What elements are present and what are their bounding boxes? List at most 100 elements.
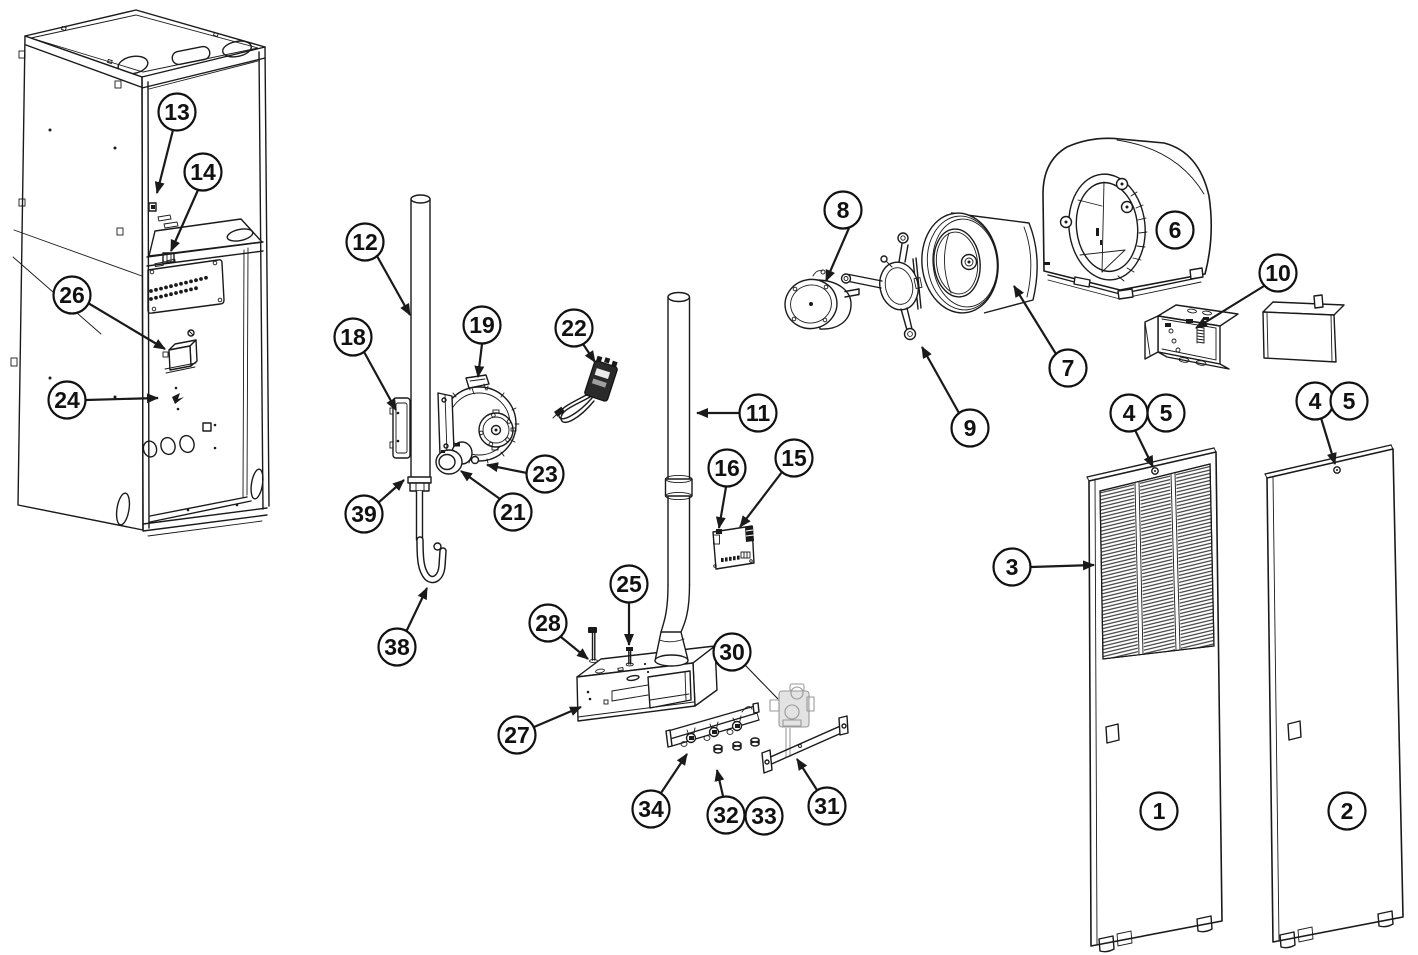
callout-30: 30 <box>712 632 752 672</box>
limit-switch-part <box>148 202 157 212</box>
burner-box <box>576 627 718 722</box>
callout-2: 2 <box>1327 791 1367 831</box>
callout-label: 14 <box>190 159 216 185</box>
furnace-cabinet-drawing <box>10 9 270 537</box>
callout-25: 25 <box>609 564 649 604</box>
vent-mount-plate <box>389 397 411 459</box>
callout-label: 15 <box>781 445 807 471</box>
leader-38 <box>405 587 428 633</box>
transformer-part <box>162 339 198 374</box>
callout-label: 38 <box>384 634 410 660</box>
callout-label: 30 <box>719 639 745 665</box>
junction-box <box>1144 304 1239 370</box>
burner-spud <box>680 727 697 747</box>
callout-label: 1 <box>1153 798 1166 824</box>
leader-34 <box>660 753 688 794</box>
rear-door-plain <box>1264 444 1404 949</box>
flue-pipe-upper <box>407 194 432 492</box>
callout-28: 28 <box>528 603 568 643</box>
callout-5-left: 5 <box>1146 393 1186 433</box>
callout-label: 5 <box>1160 400 1173 426</box>
blower-wheel <box>921 212 1038 314</box>
blower-housing <box>1042 137 1213 300</box>
leader-10 <box>1195 285 1265 329</box>
callout-label: 24 <box>54 387 80 413</box>
callout-22: 22 <box>554 308 594 348</box>
callout-6: 6 <box>1155 210 1195 250</box>
leader-28 <box>560 636 589 660</box>
callout-label: 10 <box>1265 260 1291 286</box>
callout-38: 38 <box>377 627 417 667</box>
callout-31: 31 <box>807 786 847 826</box>
callout-label: 3 <box>1006 554 1019 580</box>
callout-label: 39 <box>351 501 377 527</box>
callout-label: 11 <box>746 400 771 426</box>
callout-24: 24 <box>47 380 87 420</box>
orifice-nuts <box>713 737 760 754</box>
callout-11: 11 <box>738 393 778 433</box>
burner-manifold <box>665 702 760 748</box>
callout-label: 6 <box>1169 217 1182 243</box>
callout-label: 13 <box>164 99 190 125</box>
callout-39: 39 <box>344 494 384 534</box>
leader-4-left <box>1134 429 1154 468</box>
leader-22 <box>582 343 596 363</box>
draft-inducer-blower <box>435 374 520 475</box>
callout-label: 5 <box>1343 388 1356 414</box>
callout-label: 8 <box>837 197 850 223</box>
callout-label: 16 <box>714 455 740 481</box>
callout-18: 18 <box>333 317 373 357</box>
callout-label: 34 <box>638 796 664 822</box>
callout-label: 26 <box>59 282 85 308</box>
grommet-part <box>172 386 184 411</box>
leader-15 <box>739 471 783 528</box>
callout-21: 21 <box>493 492 533 532</box>
callout-label: 33 <box>751 803 777 829</box>
gas-valve-ghost <box>769 683 815 757</box>
callout-33: 33 <box>744 796 784 836</box>
control-circuit-board <box>712 525 755 570</box>
leader-21 <box>460 470 501 500</box>
leader-39 <box>377 479 405 504</box>
callout-label: 9 <box>964 415 977 441</box>
callout-label: 22 <box>561 315 587 341</box>
callout-label: 28 <box>535 610 561 636</box>
callout-label: 23 <box>532 461 558 487</box>
leader-18 <box>362 349 397 411</box>
leader-12 <box>376 255 411 316</box>
manifold-bracket <box>761 715 849 774</box>
leader-16 <box>715 486 728 529</box>
callout-34: 34 <box>631 789 671 829</box>
flue-pipe-lower <box>654 291 693 667</box>
callout-26: 26 <box>52 275 92 315</box>
callout-4-right: 4 <box>1295 381 1335 421</box>
clip-part <box>162 252 175 263</box>
callout-1: 1 <box>1139 791 1179 831</box>
callout-13: 13 <box>157 92 197 132</box>
front-door-louvered <box>1086 447 1223 953</box>
blower-motor <box>784 269 860 330</box>
burner-spud <box>703 721 720 741</box>
leader-3 <box>1030 560 1095 571</box>
junction-box-cover <box>1262 294 1345 363</box>
callout-label: 12 <box>352 229 378 255</box>
pilot-stud <box>625 647 634 667</box>
callout-label: 21 <box>500 499 526 525</box>
leader-9 <box>921 346 960 414</box>
callout-label: 19 <box>469 312 495 338</box>
callout-label: 4 <box>1309 388 1322 414</box>
callout-7: 7 <box>1048 348 1088 388</box>
leader-8 <box>824 227 851 282</box>
callout-16: 16 <box>707 448 747 488</box>
callout-label: 31 <box>814 793 840 819</box>
callout-label: 18 <box>340 324 366 350</box>
leader-13 <box>154 129 175 194</box>
callout-10: 10 <box>1258 253 1298 293</box>
callout-14: 14 <box>183 152 223 192</box>
leader-24 <box>85 393 159 404</box>
callout-8: 8 <box>823 190 863 230</box>
motor-mount-bracket <box>840 232 923 341</box>
callout-32: 32 <box>706 795 746 835</box>
